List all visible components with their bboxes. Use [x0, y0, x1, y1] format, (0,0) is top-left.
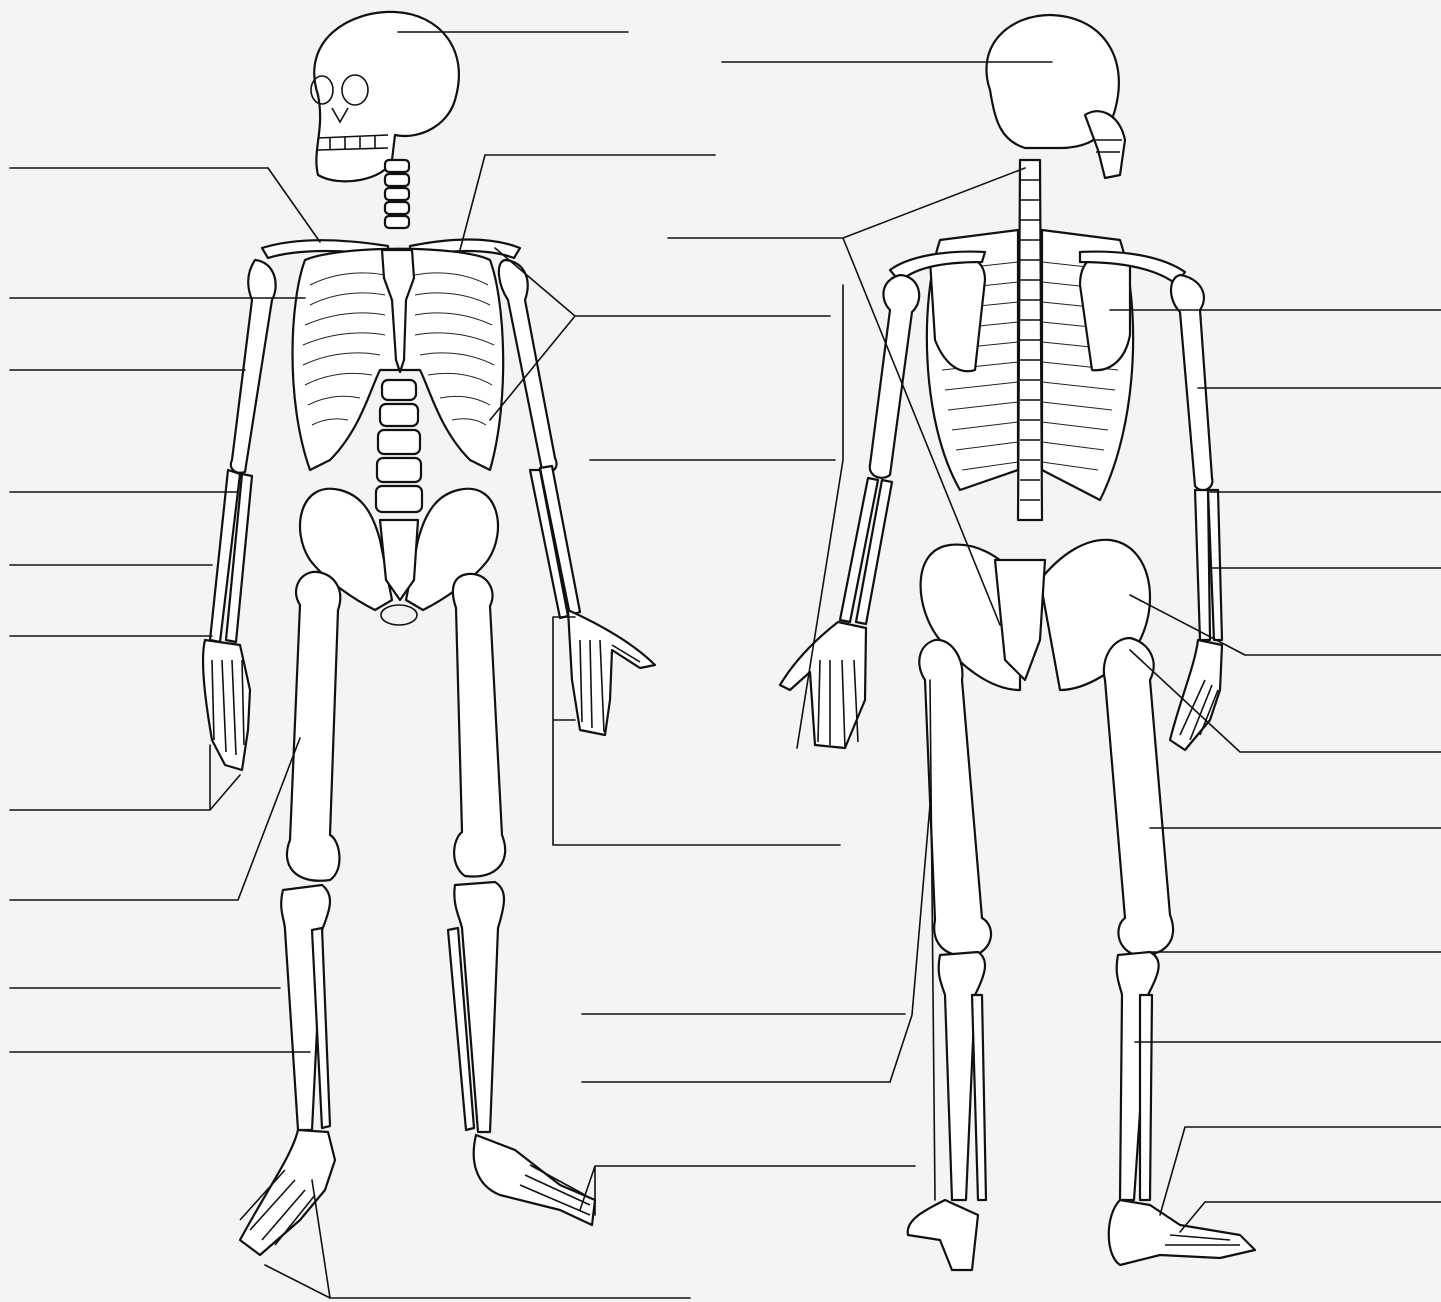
back-skull — [986, 15, 1125, 178]
label-line — [265, 1180, 690, 1298]
anterior-skeleton — [203, 12, 655, 1255]
back-leg-left — [908, 640, 991, 1270]
label-line — [1180, 1202, 1441, 1232]
label-line — [10, 745, 240, 810]
front-skull — [311, 12, 459, 181]
label-line — [1130, 595, 1441, 655]
front-arm-right — [203, 260, 276, 770]
front-arm-left — [499, 260, 655, 735]
back-arm-left — [780, 275, 919, 748]
label-line — [580, 1166, 915, 1215]
label-line — [890, 805, 930, 1082]
front-lumbar-spine — [376, 380, 422, 512]
label-line — [10, 738, 300, 900]
back-spine — [1018, 160, 1042, 520]
front-leg-right — [240, 572, 340, 1255]
label-line — [460, 155, 715, 250]
label-line — [268, 168, 320, 242]
front-cervical-spine — [385, 160, 409, 228]
back-arm-right — [1170, 275, 1222, 750]
